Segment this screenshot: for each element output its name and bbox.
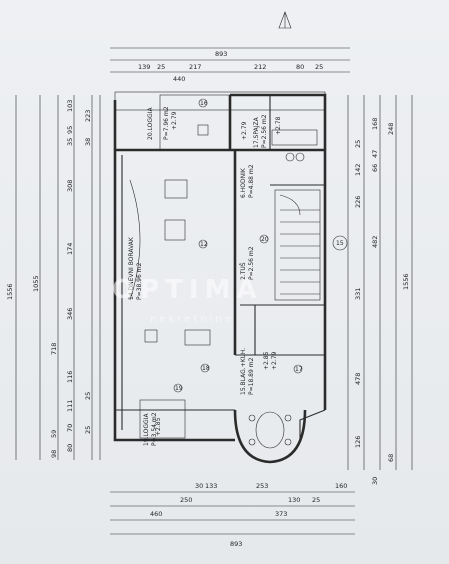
- top-dim-4: 212: [254, 63, 266, 71]
- room-spajza-area: P=2.56 m2: [261, 114, 268, 148]
- left-dimensions: 1556 103 223 35 95 38 308 174 1055 346 7…: [6, 95, 101, 460]
- left-dim-10: 718: [50, 343, 58, 355]
- right-dim-1: 25: [354, 140, 362, 148]
- loggia-top: [159, 94, 231, 151]
- right-dimensions: 25 168 248 142 66 47 226 482 1556 331 47…: [347, 95, 413, 485]
- marker-16: 16: [200, 100, 208, 107]
- room-tus-area: P=2.56 m2: [248, 246, 255, 280]
- room-labels: 20.LOGGIA P=7.96 m2 17.SPAJZA P=2.56 m2 …: [128, 106, 268, 446]
- living-furniture: [129, 179, 211, 346]
- top-total-dim: 893: [215, 50, 227, 58]
- staircase: [274, 189, 321, 301]
- height-mark-4: +2.78: [275, 116, 282, 135]
- top-dim-5: 80: [296, 63, 304, 71]
- marker-18: 18: [202, 365, 210, 372]
- left-dim-7: 174: [66, 243, 74, 255]
- left-dim-14: 70: [66, 424, 74, 432]
- room-loggia-20: 20.LOGGIA: [147, 107, 154, 140]
- right-dim-3: 248: [387, 123, 395, 135]
- right-total-dim: 1556: [402, 273, 410, 290]
- left-dim-8: 1055: [32, 275, 40, 292]
- watermark: OPTIMA nekretnine: [112, 275, 263, 325]
- marker-20: 20: [261, 236, 269, 243]
- right-dim-13: 68: [387, 454, 395, 462]
- left-dim-16: 25: [84, 426, 92, 434]
- room-dnevni-boravak-area: P=38.96 m2: [136, 262, 143, 300]
- marker-17: 17: [295, 366, 303, 373]
- left-dim-6: 308: [66, 180, 74, 192]
- marker-15: 15: [336, 240, 344, 247]
- left-dim-3: 35: [66, 138, 74, 146]
- exterior-walls: [113, 91, 327, 442]
- number-markers: 12 18 16 19 17 20 15: [173, 98, 348, 393]
- left-dim-2: 223: [84, 110, 92, 122]
- bottom-total-dim: 893: [230, 540, 242, 548]
- bottom-dim-6: 25: [312, 496, 320, 504]
- room-spajza: 17.SPAJZA: [253, 116, 260, 148]
- left-dim-5: 38: [84, 138, 92, 146]
- room-dnevni-boravak: 14.DNEVNI BORAVAK: [128, 236, 135, 300]
- right-dim-12: 30: [371, 477, 379, 485]
- height-mark-6: +2.79: [241, 121, 248, 140]
- room-hodnik-area: P=4.88 m2: [248, 164, 255, 198]
- north-arrow-icon: [278, 11, 292, 29]
- room-loggia-19-area: P=3.54 m2: [151, 412, 158, 446]
- watermark-sub: nekretnine: [150, 314, 234, 325]
- kitchen-units: [271, 129, 318, 162]
- right-dim-2: 168: [371, 118, 379, 130]
- room-loggia-20-area: P=7.96 m2: [163, 106, 170, 140]
- height-mark-2: +2.85: [263, 351, 270, 370]
- right-dim-5: 66: [371, 164, 379, 172]
- left-dim-13: 111: [66, 400, 74, 412]
- left-dim-4: 95: [66, 126, 74, 134]
- right-dim-7: 226: [354, 196, 362, 208]
- left-dim-12: 25: [84, 392, 92, 400]
- bottom-dim-2: 133: [205, 482, 217, 490]
- height-mark-1: +2.79: [171, 111, 178, 130]
- marker-12: 12: [200, 241, 208, 248]
- top-dim-3: 217: [189, 63, 201, 71]
- top-dim-1: 139: [138, 63, 150, 71]
- right-dim-8: 482: [371, 236, 379, 248]
- bottom-dim-9: 160: [335, 482, 347, 490]
- height-marks: +2.79 +2.85 +2.79 +2.78 +2.85 +2.79: [155, 111, 282, 436]
- right-dim-6: 47: [371, 150, 379, 158]
- interior-walls: [115, 95, 325, 411]
- left-dim-18: 98: [50, 450, 58, 458]
- dining-bay: [233, 409, 307, 464]
- room-tus: 2.TUŠ: [240, 262, 247, 280]
- bottom-dim-3: 250: [180, 496, 192, 504]
- height-mark-5: +2.85: [155, 417, 162, 436]
- right-dim-10: 478: [354, 373, 362, 385]
- top-dim-6: 25: [315, 63, 323, 71]
- left-dim-1: 103: [66, 100, 74, 112]
- left-dim-15: 59: [50, 430, 58, 438]
- bottom-dim-7: 460: [150, 510, 162, 518]
- room-loggia-19: 19.LOGGIA: [143, 413, 150, 446]
- right-dim-9: 331: [354, 288, 362, 300]
- bottom-dim-4: 253: [256, 482, 268, 490]
- left-total-dim: 1556: [6, 283, 14, 300]
- left-dim-17: 80: [66, 444, 74, 452]
- bottom-dimensions: 30 133 250 253 130 25 460 373 160 893: [110, 482, 355, 548]
- bottom-dim-1: 30: [195, 482, 203, 490]
- bottom-dim-8: 373: [275, 510, 287, 518]
- room-hodnik: 6.HODNIK: [240, 167, 247, 198]
- right-dim-11: 126: [354, 436, 362, 448]
- marker-19: 19: [175, 385, 183, 392]
- left-dim-9: 346: [66, 308, 74, 320]
- watermark-text: OPTIMA: [112, 275, 263, 305]
- room-blag-kuh: 15.BLAG.+KUH.: [240, 348, 247, 395]
- height-mark-3: +2.79: [271, 351, 278, 370]
- loggia-bottom: [139, 399, 186, 439]
- room-blag-kuh-area: P=18.89 m2: [248, 357, 255, 395]
- left-dim-11: 116: [66, 371, 74, 383]
- bottom-dim-5: 130: [288, 496, 300, 504]
- top-dimensions: 893 139 25 217 212 80 25 440: [110, 47, 350, 83]
- top-dim-2: 25: [157, 63, 165, 71]
- top-dim-7: 440: [173, 75, 185, 83]
- right-dim-4: 142: [354, 164, 362, 176]
